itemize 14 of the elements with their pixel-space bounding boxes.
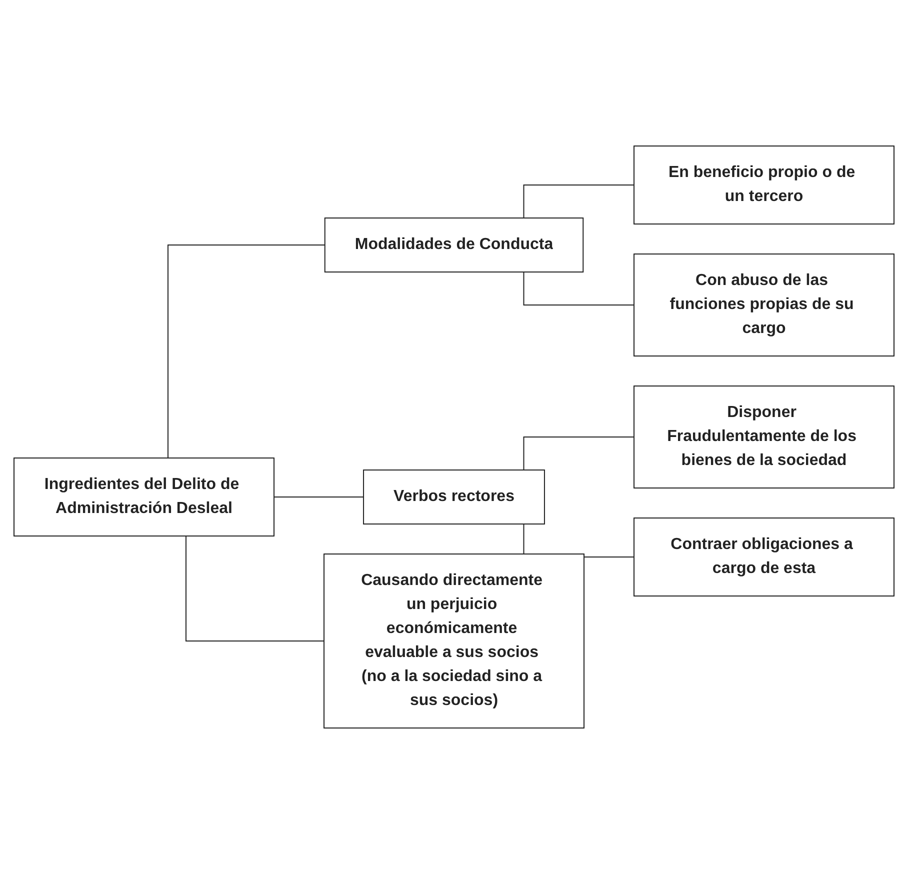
node-box: Verbos rectores bbox=[363, 469, 545, 524]
node-box: Con abuso de las funciones propias de su cargo bbox=[634, 253, 894, 356]
connector bbox=[274, 496, 364, 497]
connector bbox=[523, 271, 634, 305]
connector bbox=[523, 436, 634, 470]
connector bbox=[168, 244, 326, 458]
connector bbox=[185, 535, 324, 641]
node-box: Ingredientes del Delito de Administración Desleal bbox=[14, 457, 274, 536]
node-box: Disponer Fraudulentamente de los bienes de la sociedad bbox=[634, 385, 894, 488]
node-box: Modalidades de Conducta bbox=[324, 217, 584, 272]
node-box: En beneficio propio o de un tercero bbox=[634, 145, 894, 224]
node-box: Contraer obligaciones a cargo de esta bbox=[634, 517, 894, 596]
connector bbox=[523, 184, 634, 218]
node-box: Causando directamente un perjuicio económicamente evaluable a sus socios (no a la sociedad sino a sus socios) bbox=[324, 553, 584, 728]
